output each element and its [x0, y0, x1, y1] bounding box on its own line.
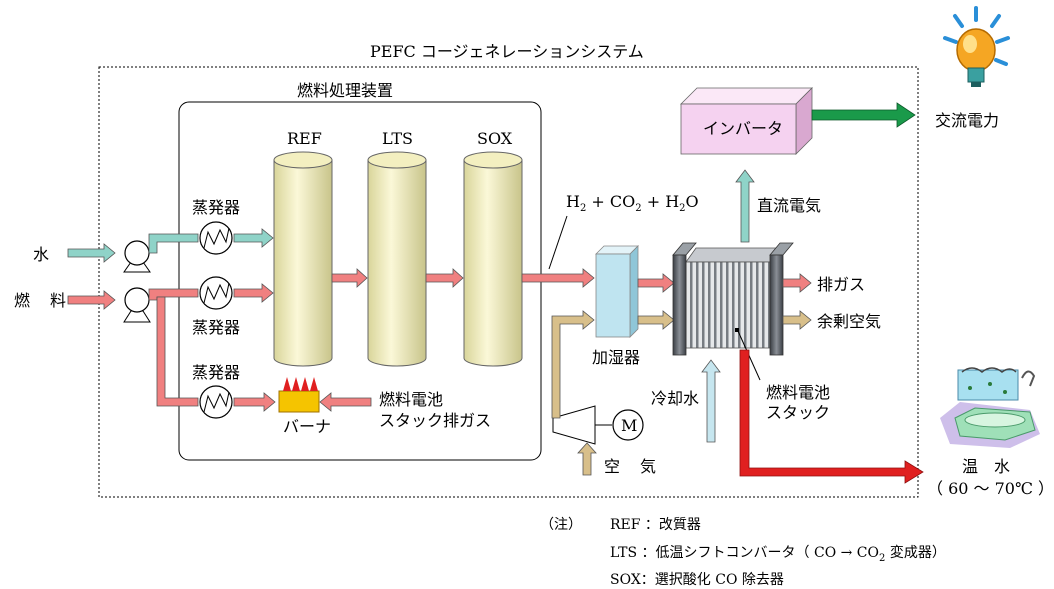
fuel-processor-title: 燃料処理装置	[297, 81, 393, 100]
inverter-label: インバータ	[703, 119, 783, 138]
air-inlet-arrow	[577, 442, 597, 476]
evaporator-3-label: 蒸発器	[192, 363, 240, 382]
water-label: 水	[33, 245, 49, 264]
evap1-to-ref-arrow	[233, 228, 274, 248]
exhaust-gas-label: 排ガス	[817, 275, 865, 294]
sox-reactor: SOX	[463, 129, 523, 367]
evaporator-2-icon	[199, 276, 233, 310]
fuel-label-a: 燃	[14, 291, 30, 310]
fuel-inlet-arrow	[67, 290, 116, 310]
gas-leader-line	[548, 215, 568, 270]
compressor-icon	[552, 405, 596, 445]
stack-exhaust-to-burner-arrow	[319, 392, 372, 412]
notes: （注） REF ：改質器 LTS ：低温シフトコンバータ（ CO → CO2 変…	[540, 517, 946, 588]
lts-label: LTS	[382, 129, 413, 148]
air-label-a: 空	[604, 457, 620, 476]
note-lts: LTS ：低温シフトコンバータ（ CO → CO2 変成器）	[610, 544, 946, 564]
evaporator-2-label: 蒸発器	[192, 318, 240, 337]
fuel-to-evap-arrow	[148, 288, 199, 301]
humidifier-box	[595, 245, 639, 338]
arrow-ref-to-lts	[331, 268, 368, 288]
fuel-label-b: 料	[50, 291, 66, 310]
hot-water-temp-label: （ 60 ～ 70℃ ）	[927, 479, 1054, 498]
evaporator-1-label: 蒸発器	[192, 198, 240, 217]
dc-power-arrow	[735, 169, 755, 243]
humidifier-to-stack-fuel-arrow	[637, 273, 675, 293]
inverter-box	[680, 87, 813, 155]
stack-label-1: 燃料電池	[766, 383, 830, 402]
lts-reactor: LTS	[367, 129, 427, 367]
exhaust-gas-arrow	[782, 273, 812, 293]
evap3-to-burner-arrow	[233, 392, 276, 412]
gas-composition-label: H2 + CO2 + H2O	[566, 192, 699, 214]
ref-label: REF	[287, 129, 322, 148]
ac-power-arrow	[811, 102, 916, 128]
water-pump-icon	[123, 240, 151, 273]
evaporator-3-icon	[199, 385, 233, 419]
burner-label: バーナ	[283, 417, 331, 436]
reformate-to-humidifier-arrow	[521, 268, 595, 288]
humidifier-label: 加湿器	[592, 348, 640, 367]
hot-water-arrow	[739, 349, 924, 484]
light-bulb-icon	[943, 6, 1010, 87]
system-boundary	[98, 66, 919, 498]
evap2-to-ref-arrow	[233, 283, 274, 303]
arrow-lts-to-sox	[425, 268, 464, 288]
dc-power-label: 直流電気	[757, 196, 821, 215]
motor-icon: M	[612, 409, 644, 441]
hot-water-label: 温 水	[962, 457, 1010, 476]
fuel-cell-stack	[672, 242, 794, 356]
ref-reactor: REF	[273, 129, 333, 367]
bathtub-icon	[940, 367, 1040, 448]
air-to-humidifier-arrow	[551, 310, 595, 419]
fuel-branch-arrow	[156, 296, 199, 407]
evaporator-1-icon	[199, 221, 233, 255]
water-inlet-arrow	[67, 243, 116, 263]
fuel-pump-icon	[123, 287, 151, 323]
excess-air-arrow	[782, 310, 812, 330]
coolant-label: 冷却水	[651, 389, 699, 408]
stack-exhaust-label-2: スタック排ガス	[379, 411, 491, 430]
air-label-b: 気	[640, 457, 656, 476]
excess-air-label: 余剰空気	[817, 312, 881, 331]
stack-label-2: スタック	[766, 403, 830, 422]
sox-label: SOX	[477, 129, 513, 148]
note-sox: SOX：選択酸化 CO 除去器	[610, 572, 784, 588]
coolant-arrow	[701, 359, 721, 443]
water-to-evap-arrow	[148, 233, 199, 254]
note-ref: REF ：改質器	[610, 517, 701, 533]
notes-prefix: （注）	[540, 517, 582, 533]
stack-exhaust-label-1: 燃料電池	[379, 390, 443, 409]
motor-label: M	[621, 416, 637, 435]
humidifier-to-stack-air-arrow	[637, 310, 675, 330]
system-title: PEFC コージェネレーションシステム	[370, 42, 644, 61]
ac-power-label: 交流電力	[935, 111, 999, 130]
burner-icon	[278, 377, 320, 413]
